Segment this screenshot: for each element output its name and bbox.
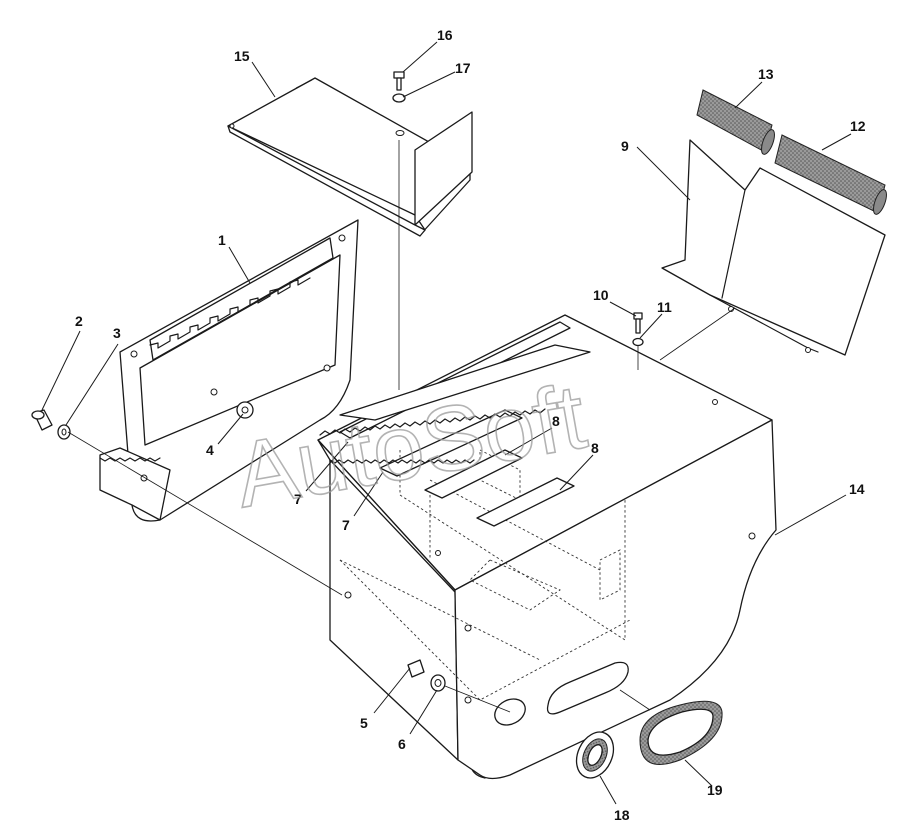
bolt-part-10 (633, 312, 643, 334)
callout-4: 4 (206, 442, 214, 458)
callout-11: 11 (657, 299, 672, 315)
washer-part-3 (57, 424, 71, 440)
nut-part-4 (236, 401, 254, 419)
grommet-part-18 (575, 731, 615, 779)
callout-15: 15 (234, 48, 250, 64)
callout-7b: 7 (342, 517, 350, 533)
callout-labels: 1 2 3 4 5 6 7 7 8 8 9 10 11 12 13 14 15 … (75, 27, 866, 823)
callout-5: 5 (360, 715, 368, 731)
callout-8a: 8 (552, 413, 560, 429)
callout-2: 2 (75, 313, 83, 329)
bracket-part-1 (99, 219, 359, 522)
washer-part-6 (430, 674, 446, 692)
seal-strip-part-12 (774, 134, 887, 215)
callout-18: 18 (614, 807, 630, 823)
callout-6: 6 (398, 736, 406, 752)
callout-10: 10 (593, 287, 609, 303)
callout-9: 9 (621, 138, 629, 154)
washer-part-11 (632, 337, 644, 347)
assembly-lines (67, 140, 736, 713)
callout-13: 13 (758, 66, 774, 82)
housing-part-14 (317, 314, 777, 780)
callout-12: 12 (850, 118, 866, 134)
baffle-part-9 (661, 139, 886, 356)
seal-strip-part-13 (696, 89, 775, 155)
callout-3: 3 (113, 325, 121, 341)
washer-part-17 (392, 93, 406, 103)
callout-16: 16 (437, 27, 453, 43)
callout-8b: 8 (591, 440, 599, 456)
callout-14: 14 (849, 481, 865, 497)
bolt-part-2 (31, 409, 53, 431)
cover-part-15 (227, 77, 473, 237)
leader-lines (41, 41, 852, 805)
grommet-part-19 (639, 700, 723, 765)
callout-17: 17 (455, 60, 471, 76)
callout-19: 19 (707, 782, 723, 798)
bolt-part-5 (407, 659, 425, 678)
bolt-part-16 (393, 71, 405, 91)
callout-7a: 7 (294, 491, 302, 507)
callout-1: 1 (218, 232, 226, 248)
